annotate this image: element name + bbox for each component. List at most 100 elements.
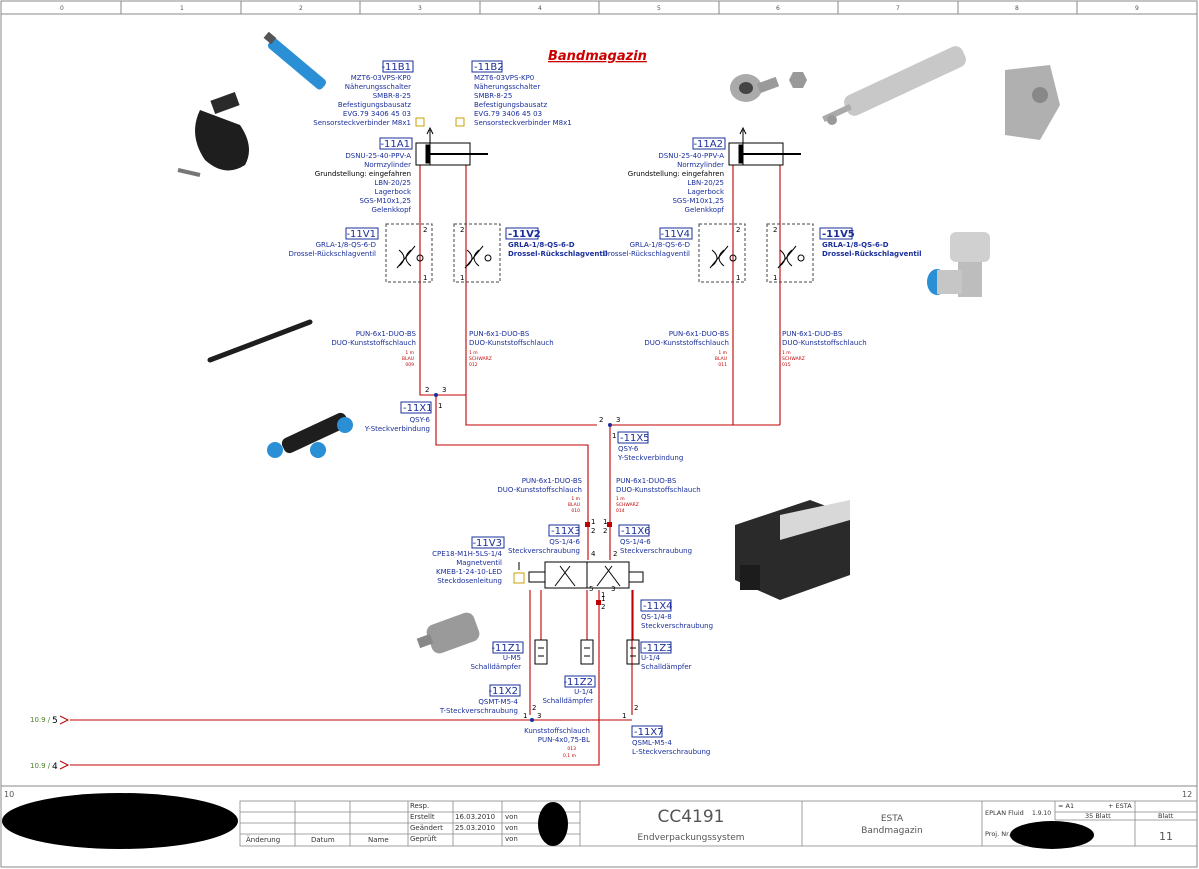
b1-line-4: EVG.79 3406 45 03: [343, 110, 411, 118]
title-block-text: Resp. Erstellt 16.03.2010 von Geändert 2…: [246, 802, 1174, 844]
ruler-0: 0: [60, 5, 64, 12]
x2-port-3: 3: [537, 712, 541, 720]
x4-line-1: Steckverschraubung: [641, 622, 713, 630]
h6-small-2: 014: [616, 508, 625, 514]
tag-11X5: -11X5: [620, 433, 650, 444]
z1-line-0: U-M5: [503, 654, 521, 662]
v5-line-0: GRLA-1/8-QS-6-D: [822, 241, 889, 249]
x5-line-0: QSY-6: [618, 445, 639, 453]
component-11A1[interactable]: -11A1 DSNU-25-40-PPV-A Normzylinder Grun…: [315, 137, 413, 214]
x1-port-3: 3: [442, 386, 446, 394]
b1-line-2: SMBR-8-25: [373, 92, 411, 100]
h7-small-1: 0,1 m: [563, 753, 576, 759]
v3-line-3: Steckdosenleitung: [437, 577, 502, 585]
tb-company: ESTA: [881, 814, 904, 824]
component-11V4[interactable]: -11V4 GRLA-1/8-QS-6-D Drossel-Rückschlag…: [603, 227, 693, 258]
component-11B2[interactable]: -11B2 MZT6-03VPS-KP0 Näherungsschalter S…: [471, 60, 572, 127]
a2-line-0: DSNU-25-40-PPV-A: [658, 152, 724, 160]
h6-small-1: SCHWARZ: [616, 502, 639, 508]
ruler-8: 8: [1015, 5, 1019, 12]
component-11Z3[interactable]: -11Z3 U-1/4 Schalldämpfer: [640, 641, 692, 671]
tag-11X3: -11X3: [551, 526, 581, 537]
signal-ref-4[interactable]: 10.9 / 4: [30, 760, 70, 772]
valve-port-numbers: 2 1 2 1 2 1 2 1: [423, 226, 777, 282]
x5-port-3: 3: [616, 416, 620, 424]
tag-11V1: -11V1: [346, 229, 376, 240]
pneumatic-lines: [70, 165, 781, 766]
component-11X4[interactable]: -11X4 QS-1/4-8 Steckverschraubung: [640, 599, 713, 630]
h2-line-0: PUN-6x1-DUO-BS: [469, 330, 530, 338]
tb-blatt-count: 35 Blatt: [1085, 812, 1111, 820]
tag-11V4: -11V4: [660, 229, 690, 240]
clamp-photo: [177, 91, 249, 177]
a1-line-5: SGS-M10x1,25: [359, 197, 411, 205]
b2-line-2: SMBR-8-25: [474, 92, 512, 100]
component-11B1[interactable]: -11B1 MZT6-03VPS-KP0 Näherungsschalter S…: [313, 60, 414, 127]
signal-4-page-ref: 10.9 /: [30, 762, 51, 770]
y-connector-photo: [267, 412, 353, 458]
h2-small-0: 1 m: [469, 350, 478, 356]
x7-port-2: 2: [634, 704, 638, 712]
ruler-1: 1: [180, 5, 184, 12]
component-11V2[interactable]: -11V2 GRLA-1/8-QS-6-D Drossel-Rückschlag…: [505, 227, 608, 258]
tb-geprueft: Geprüft: [410, 835, 437, 843]
silencer-11Z2-symbol: [580, 639, 594, 665]
valve-port-5: 5: [589, 585, 593, 593]
component-11V5[interactable]: -11V5 GRLA-1/8-QS-6-D Drossel-Rückschlag…: [819, 227, 922, 258]
x5-line-1: Y-Steckverbindung: [617, 454, 683, 462]
component-11V3[interactable]: -11V3 CPE18-M1H-5LS-1/4 Magnetventil KME…: [432, 536, 505, 585]
valve-11V1-symbol: [385, 223, 433, 283]
h2-small-1: SCHWARZ: [469, 356, 492, 362]
v2-line-0: GRLA-1/8-QS-6-D: [508, 241, 575, 249]
mounting-bracket-photo: [1005, 65, 1060, 140]
tb-drawing-number: CC4191: [657, 807, 724, 827]
connection-dots: [434, 393, 612, 722]
b2-line-0: MZT6-03VPS-KP0: [474, 74, 534, 82]
signal-ref-5[interactable]: 10.9 / 5: [30, 715, 70, 726]
sensor-symbols: [415, 117, 465, 127]
hose-h4: PUN-6x1-DUO-BS DUO-Kunststoffschlauch 1 …: [782, 330, 867, 368]
tb-plus-esta: + ESTA: [1108, 802, 1132, 810]
tb-blatt-label: Blatt: [1158, 812, 1174, 820]
valve-port-2c: 2: [601, 603, 605, 611]
silencer-11Z3-symbol: [626, 639, 640, 665]
component-11V1[interactable]: -11V1 GRLA-1/8-QS-6-D Drossel-Rückschlag…: [289, 227, 379, 258]
h5-line-0: PUN-6x1-DUO-BS: [522, 477, 583, 485]
x1-port-1: 1: [438, 402, 442, 410]
hose-h6: PUN-6x1-DUO-BS DUO-Kunststoffschlauch 1 …: [616, 477, 701, 514]
cylinder-11A2-symbol: [728, 126, 801, 166]
h7-line-1: PUN-4x0,75-BL: [538, 736, 590, 744]
h5-small-1: BLAU: [568, 502, 580, 508]
component-11X3[interactable]: -11X3 QS-1/4-6 Steckverschraubung: [508, 524, 581, 555]
tb-erstellt-date: 16.03.2010: [455, 813, 495, 821]
x1-port-2: 2: [425, 386, 429, 394]
component-11X2[interactable]: -11X2 QSMT-M5-4 T-Steckverschraubung 2 1…: [439, 684, 542, 720]
valve-11V2-symbol: [453, 223, 501, 283]
a2-line-1: Normzylinder: [677, 161, 724, 169]
component-11X6[interactable]: -11X6 QS-1/4-6 Steckverschraubung: [618, 524, 692, 555]
component-11Z1[interactable]: -11Z1 U-M5 Schalldämpfer: [470, 641, 524, 671]
v1-line-0: GRLA-1/8-QS-6-D: [316, 241, 376, 249]
v4-port-2: 2: [736, 226, 740, 234]
v5-line-1: Drossel-Rückschlagventil: [822, 250, 922, 258]
component-11Z2[interactable]: -11Z2 U-1/4 Schalldämpfer: [542, 675, 596, 705]
component-11X1[interactable]: -11X1 QSY-6 Y-Steckverbindung 2 3 1: [364, 386, 447, 433]
h4-small-2: 015: [782, 362, 791, 368]
component-11X5[interactable]: -11X5 QSY-6 Y-Steckverbindung 2 3 1: [599, 416, 683, 462]
redaction-marks: [2, 793, 1094, 849]
v3-line-1: Magnetventil: [456, 559, 502, 567]
h1-small-1: BLAU: [402, 356, 414, 362]
a2-line-3: LBN-20/25: [687, 179, 724, 187]
h6-line-0: PUN-6x1-DUO-BS: [616, 477, 677, 485]
tag-11V5: -11V5: [822, 229, 855, 240]
x2-line-0: QSMT-M5-4: [478, 698, 518, 706]
b2-line-3: Befestigungsbausatz: [474, 101, 547, 109]
tb-sheet-number: 11: [1159, 830, 1173, 843]
hose-h5: PUN-6x1-DUO-BS DUO-Kunststoffschlauch 1 …: [497, 477, 582, 514]
component-11X7[interactable]: -11X7 QSML-M5-4 L-Steckverschraubung 1 2: [622, 704, 710, 756]
h6-line-1: DUO-Kunststoffschlauch: [616, 486, 701, 494]
component-11A2[interactable]: -11A2 DSNU-25-40-PPV-A Normzylinder Grun…: [628, 137, 726, 214]
b2-line-1: Näherungsschalter: [474, 83, 540, 91]
h4-small-0: 1 m: [782, 350, 791, 356]
